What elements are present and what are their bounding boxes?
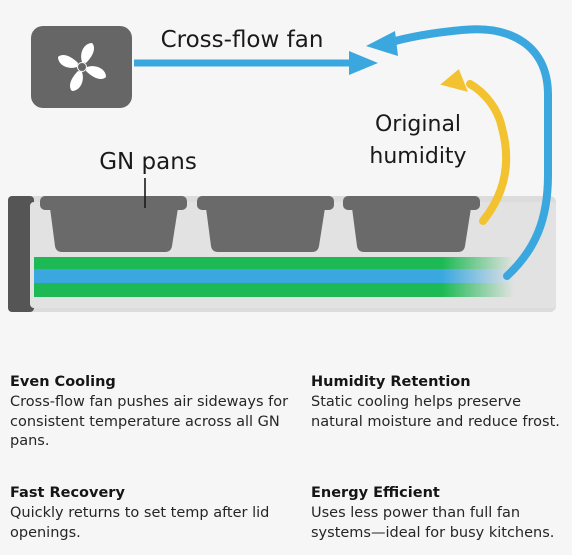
feature-title: Even Cooling [10, 374, 116, 390]
humidity-label-line2: humidity [369, 144, 466, 169]
feature-title: Energy Efficient [311, 485, 440, 501]
feature-description: Quickly returns to set temp after lid op… [10, 505, 270, 541]
feature-description: Cross-flow fan pushes air sideways for c… [10, 394, 289, 449]
feature-description: Static cooling helps preserve natural mo… [311, 394, 560, 430]
fan-box [31, 26, 132, 108]
feature-humidity-retention: Humidity Retention Static cooling helps … [311, 374, 571, 432]
cooling-diagram: GN pans Cross-flow fan Original humidity [8, 25, 556, 312]
feature-even-cooling: Even Cooling Cross-flow fan pushes air s… [10, 374, 295, 452]
gn-pan-3 [343, 196, 480, 252]
feature-fast-recovery: Fast Recovery Quickly returns to set tem… [10, 485, 295, 543]
fan-airflow-arrow [134, 51, 378, 75]
airflow-band [34, 269, 514, 283]
gn-pan-2 [197, 196, 334, 252]
cool-air-band-top [34, 257, 514, 269]
features-section: Even Cooling Cross-flow fan pushes air s… [0, 372, 572, 555]
return-airflow-arrow [366, 25, 552, 280]
feature-title: Fast Recovery [10, 485, 125, 501]
cool-air-band-bottom [34, 283, 514, 297]
feature-description: Uses less power than full fan systems—id… [311, 505, 555, 541]
fan-icon [58, 43, 106, 91]
fan-label: Cross-flow fan [161, 27, 324, 53]
pans-label: GN pans [99, 149, 197, 175]
humidity-label-line1: Original [375, 112, 461, 137]
gn-pan-1 [40, 196, 187, 252]
feature-title: Humidity Retention [311, 374, 471, 390]
humidity-arrow [440, 69, 511, 225]
feature-energy-efficient: Energy Efficient Uses less power than fu… [311, 485, 571, 543]
